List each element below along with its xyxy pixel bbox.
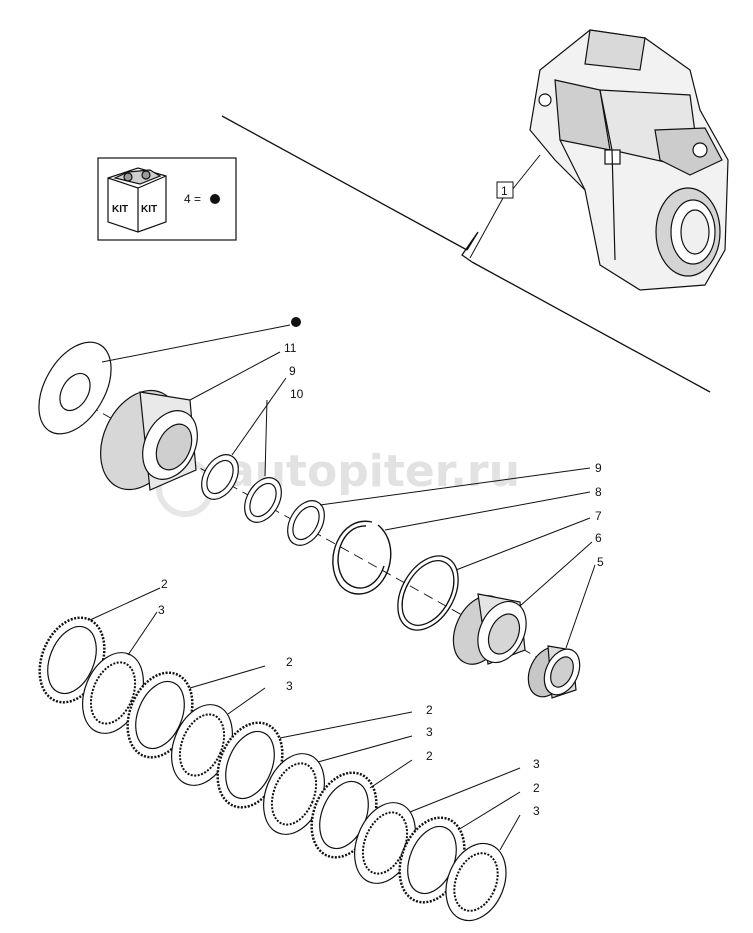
callout-2a-label: 2 [161,577,168,591]
callout-6-label: 6 [595,531,602,545]
callout-5-label: 5 [597,555,604,569]
part-8-snap-ring [332,520,392,595]
callout-1: 1 [469,154,541,259]
kit-label-left: KIT [112,204,128,215]
part-9-ring-lower [287,500,325,546]
callout-9-lower: 9 [319,461,602,506]
callout-7: 7 [455,509,602,571]
kit-label-right: KIT [141,204,157,215]
callout-kit-ref [101,317,301,363]
callout-3b-label: 3 [286,679,293,693]
callout-2e-label: 2 [533,781,540,795]
part-10-ring [244,477,282,523]
callout-11-label: 11 [284,341,297,355]
callout-10-label: 10 [290,387,304,401]
plate-callouts [89,587,521,851]
callout-1-label: 1 [501,184,508,198]
clutch-plate-2c [216,721,284,809]
part-6-piston [452,593,527,665]
part-11-hub [100,389,198,491]
kit-legend-text: 4 = [184,192,201,206]
part-5-bushing [527,645,581,699]
callout-3c-label: 3 [426,725,433,739]
part-7-o-ring [397,555,459,631]
callout-2c-label: 2 [426,703,433,717]
callout-8-label: 8 [595,485,602,499]
callout-3a-label: 3 [158,603,165,617]
callout-2d-label: 2 [426,749,433,763]
clutch-plate-3b [171,704,233,786]
callout-7-label: 7 [595,509,602,523]
clutch-plate-3e [445,842,507,922]
callout-9-upper-label: 9 [289,364,296,378]
kit-box-icon [107,167,167,233]
callout-8: 8 [384,485,602,531]
callout-10: 10 [264,387,304,477]
transmission-assembly [529,29,729,291]
callout-3e-label: 3 [533,804,540,818]
callout-5: 5 [565,555,604,649]
filled-circle-icon [210,194,220,204]
callout-9-upper: 9 [231,364,296,456]
section-break-line [221,115,711,393]
callout-2b-label: 2 [286,655,293,669]
callout-9-lower-label: 9 [595,461,602,475]
callout-3d-label: 3 [533,757,540,771]
filled-circle-icon [291,317,301,327]
part-9-ring-upper [201,454,239,500]
kit-legend-box: KIT KIT 4 = [97,157,237,241]
callout-6: 6 [519,531,602,607]
callout-11: 11 [189,341,297,401]
part-thrust-washer [38,341,112,435]
